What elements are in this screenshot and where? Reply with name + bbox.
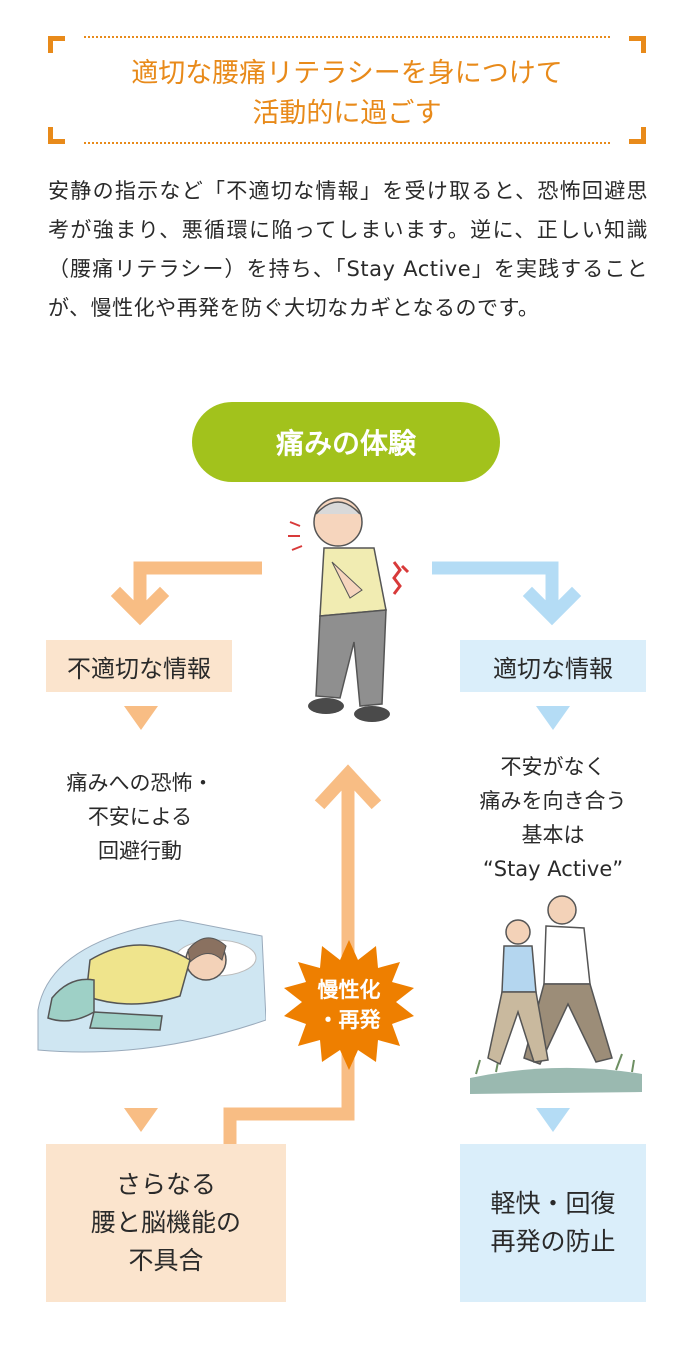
couple-walking-illustration [470,895,642,1094]
burst-label: 慢性化 ・再発 [317,978,381,1032]
corner-bracket [629,127,646,144]
inappropriate-info-box: 不適切な情報 [46,640,232,692]
down-triangle [536,706,570,730]
pain-experience-pill: 痛みの体験 [192,402,500,482]
page-title: 適切な腰痛リテラシーを身につけて 活動的に過ごす [48,54,646,134]
burst-label-wrap: 慢性化 ・再発 [282,938,416,1072]
title-frame: 適切な腰痛リテラシーを身につけて 活動的に過ごす [48,28,646,152]
arrow-to-good-info [432,561,582,626]
dotted-border-top [84,36,610,38]
woman-lying-down-illustration [37,919,266,1053]
worse-dysfunction-box: さらなる 腰と脳機能の 不具合 [46,1144,286,1302]
corner-bracket [629,36,646,53]
recovery-prevention-box: 軽快・回復 再発の防止 [460,1144,646,1302]
avoidance-behavior-caption: 痛みへの恐怖・ 不安による 回避行動 [66,771,214,863]
down-triangle [536,1108,570,1132]
intro-paragraph: 安静の指示など「不適切な情報」を受け取ると、恐怖回避思考が強まり、悪循環に陥って… [48,179,648,320]
chronic-recurrence-burst [284,940,414,1070]
corner-bracket [48,36,65,53]
arrow-to-bad-info [110,561,262,626]
title-line-1: 適切な腰痛リテラシーを身につけて [131,58,563,89]
appropriate-info-box: 適切な情報 [460,640,646,692]
dotted-border-bottom [84,142,610,144]
stay-active-caption: 不安がなく 痛みを向き合う 基本は “Stay Active” [479,755,627,881]
down-triangle [124,706,158,730]
corner-bracket [48,127,65,144]
title-line-2: 活動的に過ごす [252,98,442,129]
man-in-pain-illustration [288,497,410,722]
down-triangle [124,1108,158,1132]
